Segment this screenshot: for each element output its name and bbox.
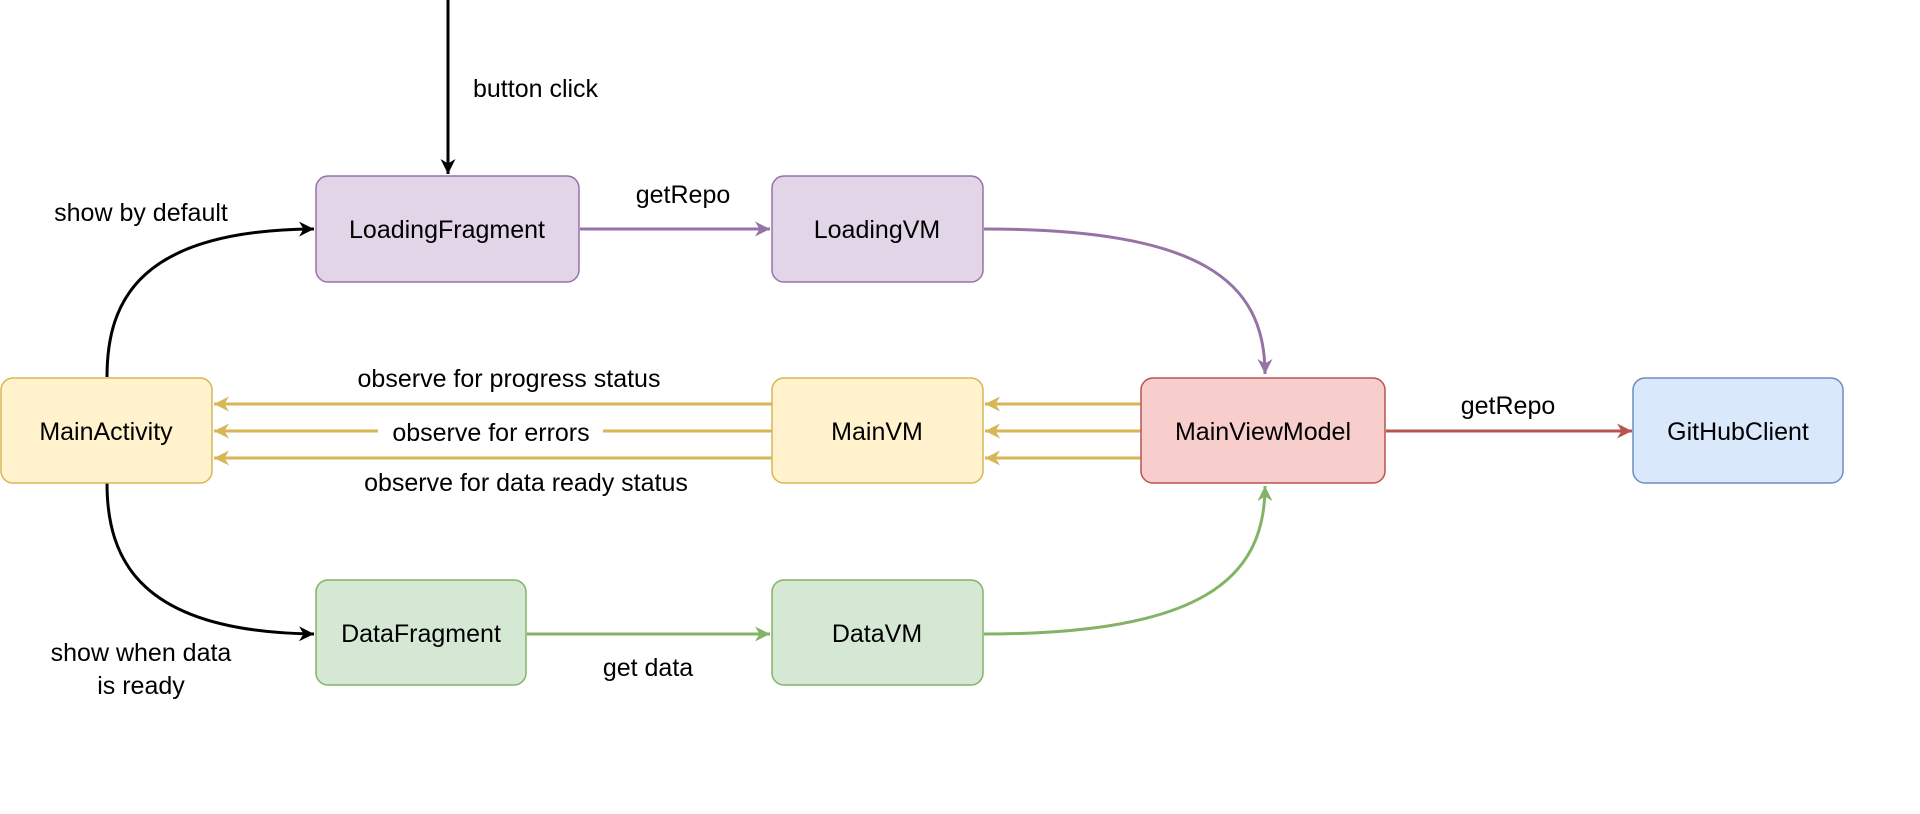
main-activity-label: MainActivity — [39, 418, 173, 446]
show-by-default-label: show by default — [54, 199, 228, 227]
data-vm-node[interactable]: DataVM — [771, 579, 984, 686]
show-when-data-label-line2: is ready — [97, 672, 185, 700]
loading-vm-node[interactable]: LoadingVM — [771, 175, 984, 283]
main-vm-label: MainVM — [831, 418, 923, 446]
observe-errors-label: observe for errors — [392, 419, 589, 447]
get-data-label: get data — [603, 654, 693, 682]
data-vm-to-main-view-model-arrow — [983, 485, 1273, 636]
show-by-default-arrow — [105, 221, 315, 378]
get-repo-client-label: getRepo — [1461, 392, 1556, 420]
data-vm-label: DataVM — [832, 620, 922, 648]
observe-progress-label: observe for progress status — [358, 365, 661, 393]
github-client-node[interactable]: GitHubClient — [1632, 377, 1844, 484]
observe-errors-label-bg — [378, 417, 603, 445]
button-click-label: button click — [473, 75, 599, 103]
main-vm-node[interactable]: MainVM — [771, 377, 984, 484]
loading-fragment-node[interactable]: LoadingFragment — [315, 175, 580, 283]
show-when-data-ready-arrow — [105, 482, 315, 642]
main-view-model-node[interactable]: MainViewModel — [1140, 377, 1386, 484]
loading-vm-to-main-view-model-arrow — [983, 227, 1273, 375]
github-client-label: GitHubClient — [1667, 418, 1809, 446]
main-activity-node[interactable]: MainActivity — [0, 377, 213, 484]
loading-vm-label: LoadingVM — [814, 216, 940, 244]
get-repo-loading-label: getRepo — [636, 181, 731, 209]
loading-fragment-label: LoadingFragment — [349, 216, 545, 244]
data-fragment-node[interactable]: DataFragment — [315, 579, 527, 686]
show-when-data-label-line1: show when data — [51, 639, 232, 667]
main-view-model-label: MainViewModel — [1175, 418, 1351, 446]
observe-data-ready-label: observe for data ready status — [364, 469, 688, 497]
data-fragment-label: DataFragment — [341, 620, 501, 648]
